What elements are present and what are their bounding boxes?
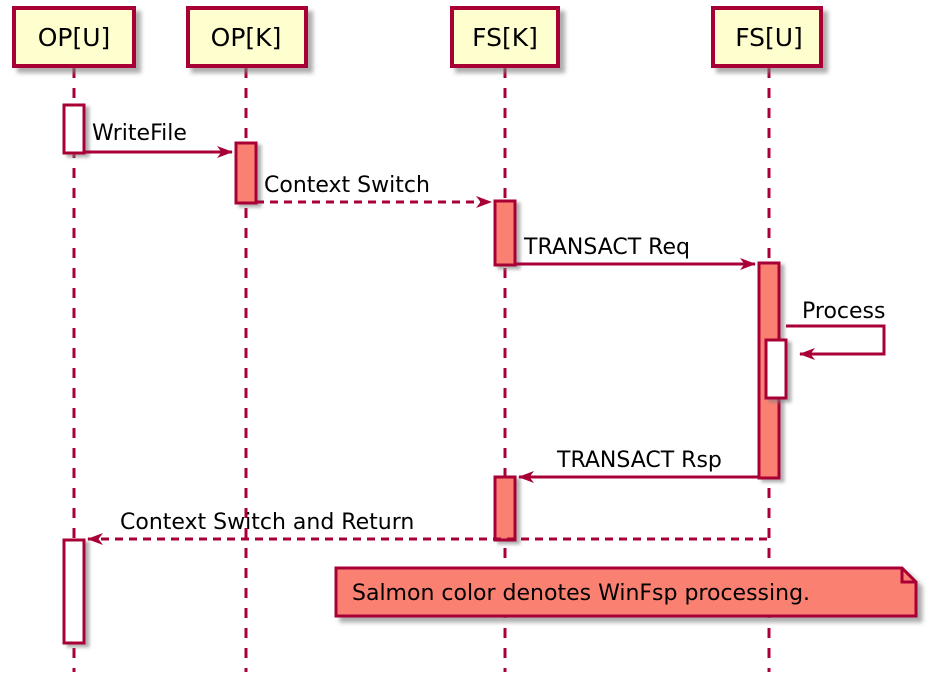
note-salmon-legend: Salmon color denotes WinFsp processing. [334, 566, 918, 618]
participant-op-k[interactable]: OP[K] [186, 6, 308, 68]
message-transact-rsp[interactable]: TRANSACT Rsp [518, 448, 759, 483]
participant-label: FS[U] [735, 23, 803, 52]
participant-box [450, 6, 560, 68]
note-text: Salmon color denotes WinFsp processing. [352, 581, 810, 606]
activation-op-u-return [62, 538, 86, 645]
participant-label: FS[K] [472, 23, 538, 52]
participant-box [12, 6, 136, 68]
message-label: WriteFile [92, 121, 187, 146]
message-label: Process [802, 299, 885, 324]
participant-box [711, 6, 823, 68]
message-label: Context Switch and Return [120, 510, 414, 535]
participant-box [186, 6, 308, 68]
activation-fs-u-process-nested [764, 338, 788, 400]
activation-op-u-write [62, 103, 86, 155]
message-writefile[interactable]: WriteFile [84, 121, 233, 158]
activation-bars [62, 103, 788, 645]
participant-fs-u[interactable]: FS[U] [711, 6, 823, 68]
activation-op-k [234, 141, 258, 205]
message-self-loop [786, 324, 886, 360]
note-shape [334, 566, 918, 618]
note-fold-icon [900, 568, 916, 584]
message-label: Context Switch [264, 173, 430, 198]
message-transact-req[interactable]: TRANSACT Req [515, 235, 756, 270]
participant-label: OP[U] [38, 23, 111, 52]
message-label: TRANSACT Req [523, 235, 690, 260]
message-context-switch-return[interactable]: Context Switch and Return [87, 510, 767, 545]
activation-fs-k-response [493, 475, 517, 542]
message-process-self[interactable]: Process [786, 299, 886, 360]
participant-fs-k[interactable]: FS[K] [450, 6, 560, 68]
participant-label: OP[K] [211, 23, 282, 52]
participant-op-u[interactable]: OP[U] [12, 6, 136, 68]
message-context-switch[interactable]: Context Switch [256, 173, 492, 208]
message-label: TRANSACT Rsp [556, 448, 722, 473]
activation-fs-k-request [493, 199, 517, 267]
